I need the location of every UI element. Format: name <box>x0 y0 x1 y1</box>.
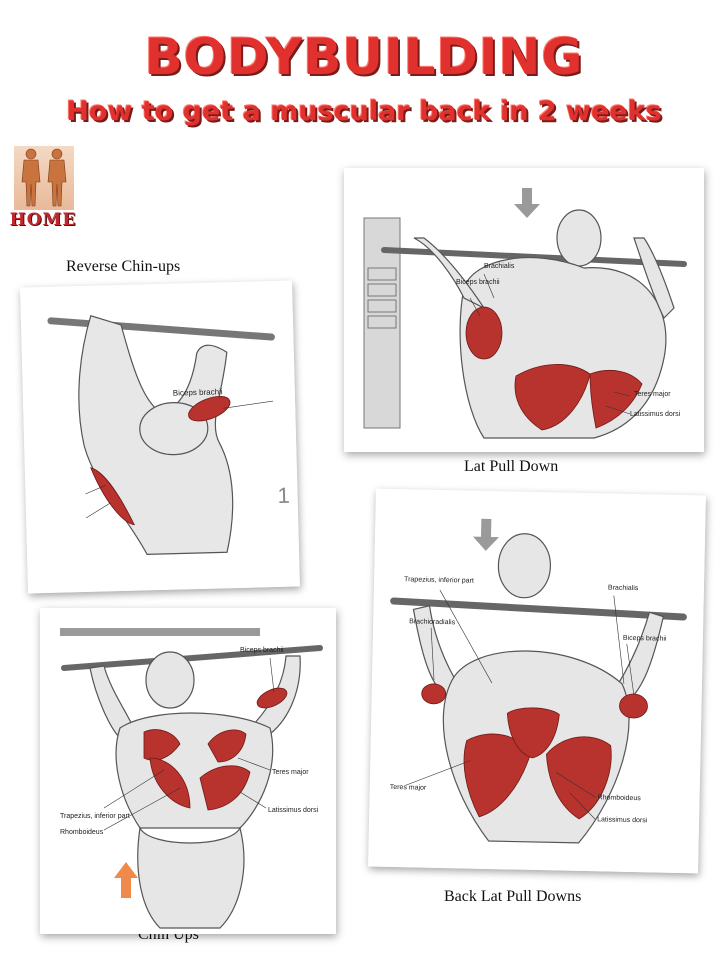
down-arrow-icon <box>514 188 540 218</box>
label-latissimus-dorsi: Latissimus dorsi <box>630 411 681 418</box>
anatomy-figures-icon <box>14 146 74 210</box>
home-label: HOME <box>9 210 77 230</box>
label-teres-major: Teres major <box>390 784 427 792</box>
label-brachialis: Brachialis <box>608 584 639 592</box>
illustration-chin-ups: Biceps brachii Teres major Trapezius, in… <box>40 608 336 934</box>
label-trapezius-inferior: Trapezius, inferior part <box>404 576 474 584</box>
label-biceps-brachii: Biceps brachii <box>240 647 284 654</box>
label-latissimus-dorsi: Latissimus dorsi <box>268 807 319 814</box>
up-arrow-icon <box>114 862 138 898</box>
label-brachioradialis: Brachioradialis <box>409 618 456 626</box>
label-biceps-brachii: Biceps brachii <box>623 635 667 643</box>
label-trapezius-inferior: Trapezius, inferior part <box>60 813 130 820</box>
label-biceps-brachii: Biceps brachii <box>173 387 223 397</box>
home-button[interactable]: HOME <box>6 142 80 232</box>
page-subtitle: How to get a muscular back in 2 weeks <box>66 96 662 127</box>
down-arrow-icon <box>473 518 500 551</box>
illustration-lat-pull-down: Brachialis Biceps brachii Teres major La… <box>344 168 704 452</box>
illustration-reverse-chin-ups: Biceps brachii 1 <box>20 280 300 594</box>
label-rhomboideus: Rhomboideus <box>60 829 104 836</box>
label-rhomboideus: Rhomboideus <box>597 794 641 802</box>
label-teres-major: Teres major <box>634 391 671 398</box>
caption-reverse-chin-ups: Reverse Chin-ups <box>66 258 181 275</box>
label-teres-major: Teres major <box>272 769 309 776</box>
step-number: 1 <box>277 483 290 508</box>
caption-back-lat-pull-downs: Back Lat Pull Downs <box>444 888 582 905</box>
caption-lat-pull-down: Lat Pull Down <box>464 458 559 475</box>
page-title: BODYBUILDING <box>144 28 584 86</box>
label-brachialis: Brachialis <box>484 263 515 270</box>
illustration-back-lat-pull-downs: Trapezius, inferior part Brachialis Brac… <box>368 488 706 874</box>
label-latissimus-dorsi: Latissimus dorsi <box>597 816 648 824</box>
label-biceps-brachii: Biceps brachii <box>456 279 500 286</box>
